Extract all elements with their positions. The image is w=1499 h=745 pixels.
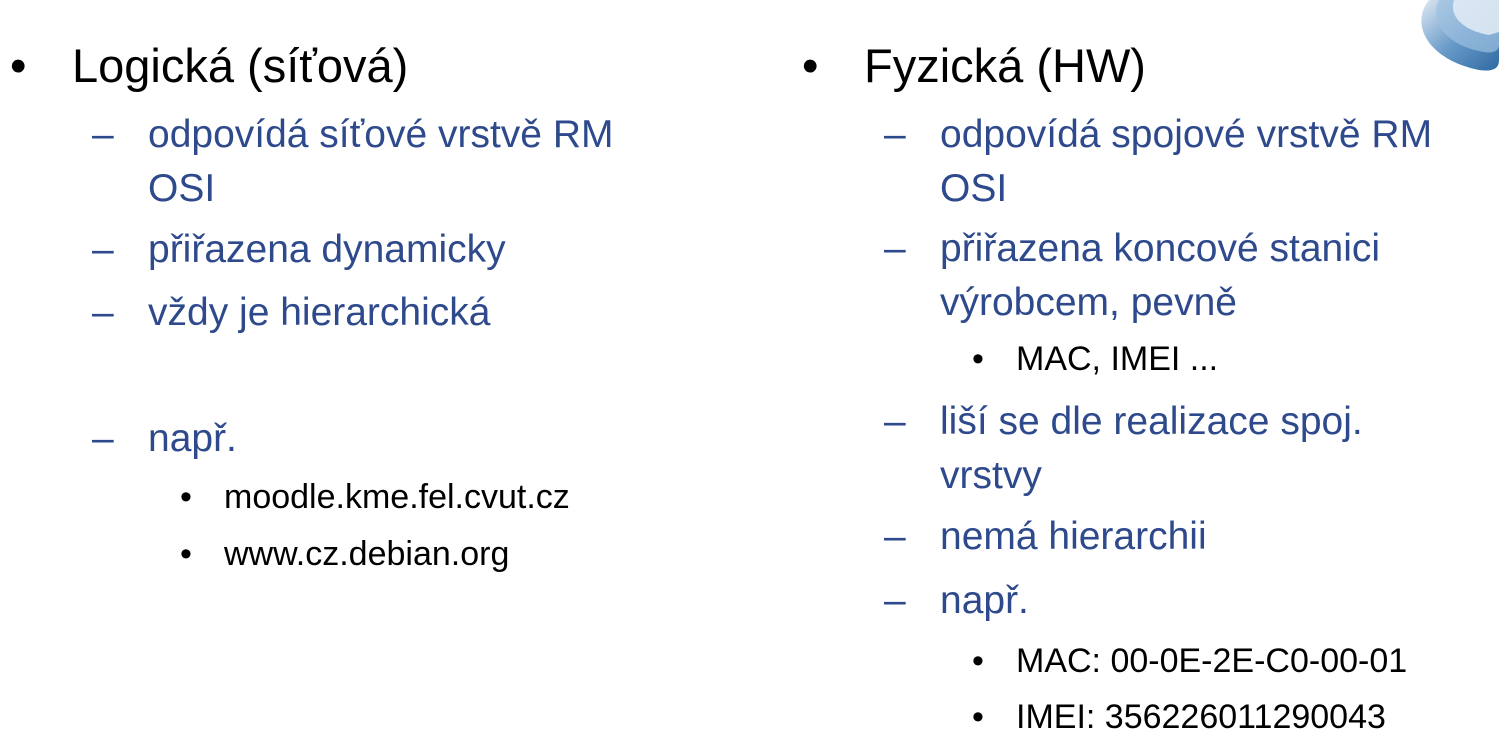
right-example-1: • MAC: 00-0E-2E-C0-00-01	[972, 642, 1408, 681]
right-item-2-line2: výrobcem, pevně	[940, 281, 1237, 324]
dash-icon: –	[884, 113, 906, 156]
left-item-2-text: přiřazena dynamicky	[148, 228, 506, 271]
dash-icon: –	[884, 227, 906, 270]
right-heading-text: Fyzická (HW)	[864, 39, 1146, 92]
left-example-2: • www.cz.debian.org	[180, 535, 510, 574]
left-item-4-text: např.	[148, 417, 237, 460]
bullet-icon: •	[972, 642, 984, 680]
bullet-icon: •	[972, 340, 984, 378]
left-item-2: – přiřazena dynamicky	[92, 223, 506, 277]
left-example-2-text: www.cz.debian.org	[224, 535, 510, 573]
left-item-4: – např.	[92, 412, 237, 466]
dash-icon: –	[92, 228, 114, 271]
bullet-icon: •	[802, 39, 819, 92]
left-item-1: – odpovídá síťové vrstvě RM OSI	[92, 108, 614, 216]
right-item-3-line1: liší se dle realizace spoj.	[940, 400, 1363, 443]
left-item-1-line2: OSI	[148, 167, 216, 210]
right-item-5: – např.	[884, 574, 1029, 628]
right-heading: • Fyzická (HW)	[802, 38, 1146, 93]
bullet-icon: •	[10, 39, 27, 92]
right-item-2: – přiřazena koncové stanici výrobcem, pe…	[884, 222, 1381, 330]
right-example-1-text: MAC: 00-0E-2E-C0-00-01	[1016, 642, 1408, 680]
dash-icon: –	[884, 579, 906, 622]
right-item-3-line2: vrstvy	[940, 454, 1042, 497]
right-sub-note: • MAC, IMEI ...	[972, 340, 1219, 379]
right-example-2: • IMEI: 356226011290043	[972, 698, 1386, 737]
bullet-icon: •	[180, 478, 192, 516]
dash-icon: –	[92, 417, 114, 460]
right-example-2-text: IMEI: 356226011290043	[1016, 698, 1386, 736]
right-item-1: – odpovídá spojové vrstvě RM OSI	[884, 108, 1433, 216]
left-example-1-text: moodle.kme.fel.cvut.cz	[224, 478, 570, 516]
right-item-2-line1: přiřazena koncové stanici	[940, 227, 1381, 270]
right-sub-note-text: MAC, IMEI ...	[1016, 340, 1219, 378]
left-heading-text: Logická (síťová)	[72, 39, 409, 92]
right-item-4: – nemá hierarchii	[884, 510, 1207, 564]
right-item-3: – liší se dle realizace spoj. vrstvy	[884, 395, 1363, 503]
bullet-icon: •	[972, 698, 984, 736]
dash-icon: –	[92, 113, 114, 156]
right-item-4-text: nemá hierarchii	[940, 515, 1207, 558]
dash-icon: –	[92, 291, 114, 334]
left-item-3-text: vždy je hierarchická	[148, 291, 491, 334]
right-item-1-line2: OSI	[940, 167, 1008, 210]
dash-icon: –	[884, 400, 906, 443]
bullet-icon: •	[180, 535, 192, 573]
left-item-3: – vždy je hierarchická	[92, 286, 491, 340]
left-example-1: • moodle.kme.fel.cvut.cz	[180, 478, 570, 517]
right-item-1-line1: odpovídá spojové vrstvě RM	[940, 113, 1433, 156]
logo-swirl-icon	[1421, 0, 1499, 71]
right-item-5-text: např.	[940, 579, 1029, 622]
dash-icon: –	[884, 515, 906, 558]
left-item-1-line1: odpovídá síťové vrstvě RM	[148, 113, 614, 156]
left-heading: • Logická (síťová)	[10, 38, 409, 93]
